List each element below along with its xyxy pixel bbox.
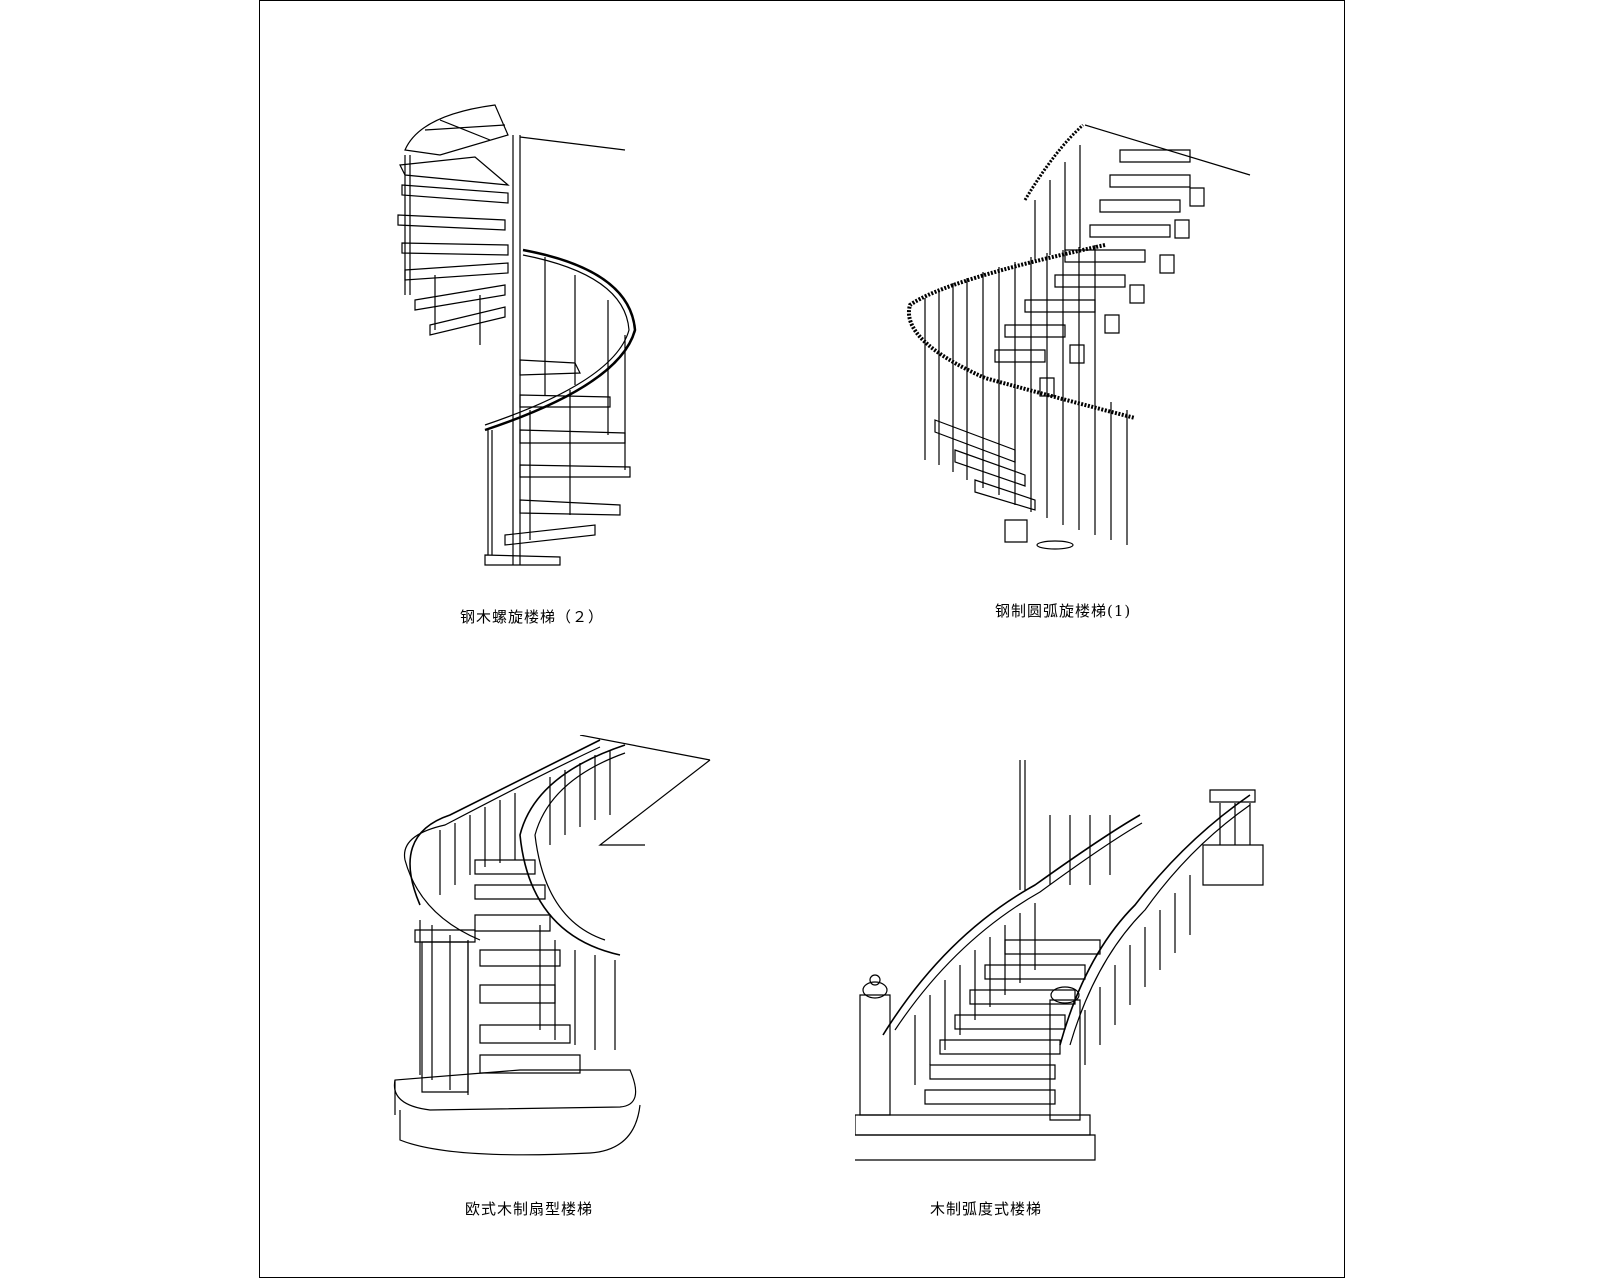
caption-steel-arc-staircase: 钢制圆弧旋楼梯(1) [995,602,1132,620]
drawing-sheet [259,0,1345,1278]
caption-wooden-curved-staircase: 木制弧度式楼梯 [930,1200,1043,1218]
caption-spiral-staircase: 钢木螺旋楼梯（２） [460,608,605,626]
steel-arc-staircase-drawing [905,120,1265,560]
european-fan-staircase-drawing [390,735,720,1180]
caption-european-fan-staircase: 欧式木制扇型楼梯 [465,1200,594,1218]
spiral-staircase-drawing [380,95,660,585]
wooden-curved-staircase-drawing [855,755,1265,1185]
